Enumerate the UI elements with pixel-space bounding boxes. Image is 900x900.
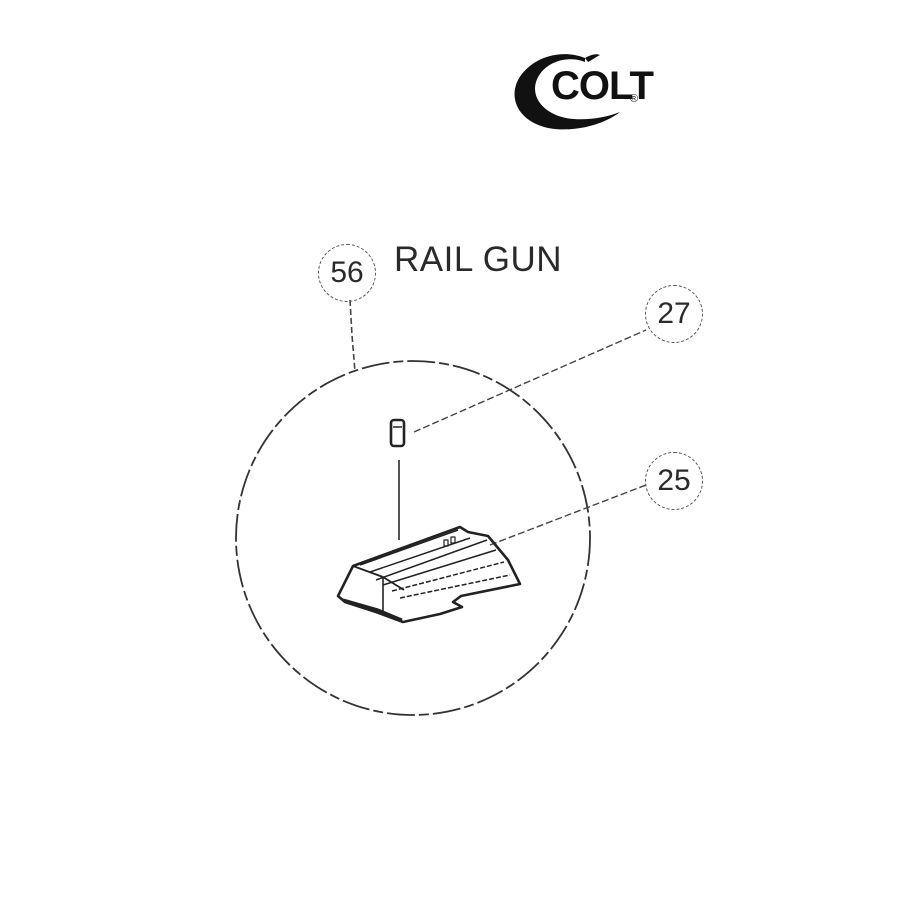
leader-line-25 bbox=[489, 484, 647, 546]
logo-text: COLT bbox=[551, 64, 654, 108]
callout-56: 56 bbox=[318, 244, 376, 302]
leader-line-56 bbox=[349, 299, 356, 373]
callout-27: 27 bbox=[645, 285, 703, 343]
detail-circle bbox=[235, 360, 591, 716]
pin-part bbox=[389, 418, 406, 448]
leader-line-27 bbox=[413, 329, 647, 433]
rear-sight-part bbox=[336, 525, 522, 624]
diagram-title: RAIL GUN bbox=[394, 240, 563, 279]
colt-logo-swoosh bbox=[514, 54, 620, 130]
callout-25: 25 bbox=[645, 452, 703, 510]
colt-logo: COLT ® bbox=[513, 50, 663, 132]
registered-mark: ® bbox=[630, 93, 639, 105]
